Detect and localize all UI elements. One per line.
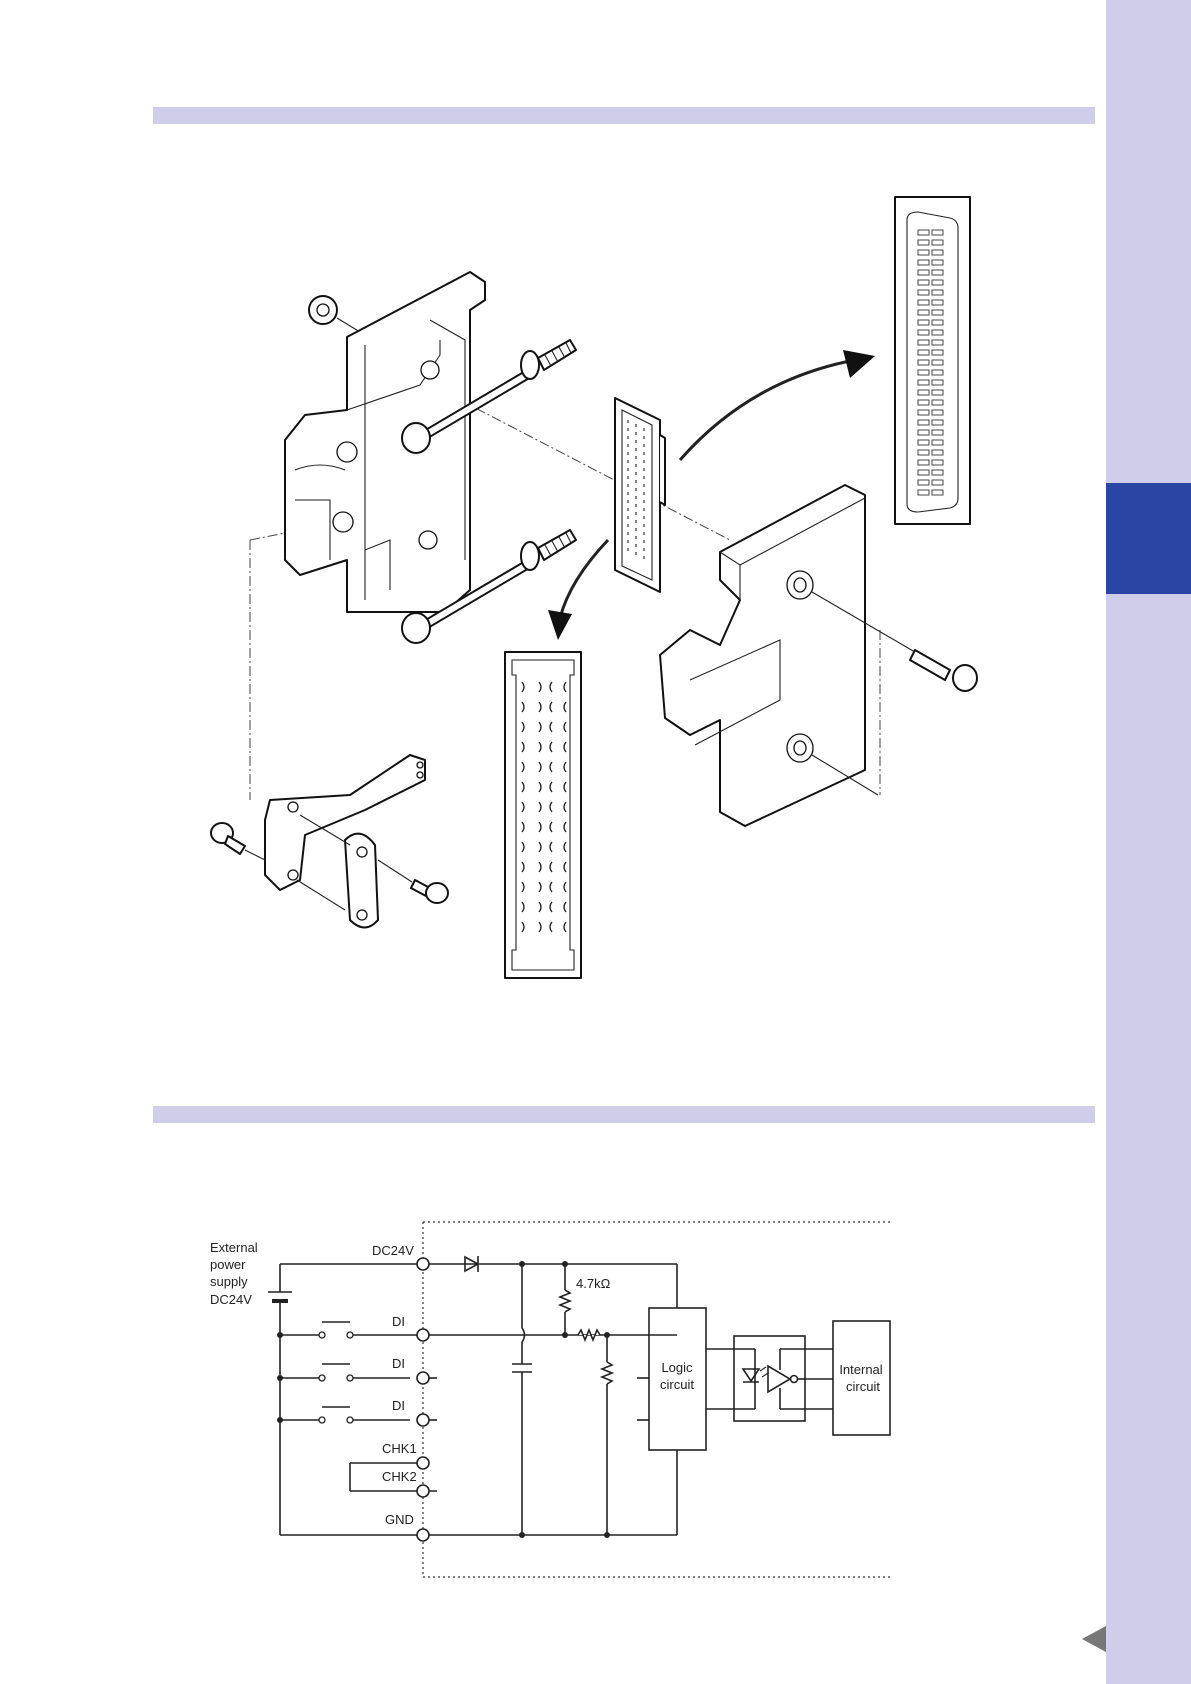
led-icon xyxy=(743,1369,759,1382)
internal-circuit-label-line2: circuit xyxy=(846,1379,880,1394)
external-supply-label-line1: External xyxy=(210,1240,258,1255)
internal-circuit-label-line1: Internal xyxy=(839,1362,882,1377)
external-supply-label-line3: supply xyxy=(210,1274,248,1289)
buffer-gate-icon xyxy=(768,1366,790,1392)
internal-circuit-box xyxy=(833,1321,890,1435)
unit-boundary xyxy=(423,1222,893,1577)
terminal-label-di-3: DI xyxy=(392,1398,405,1413)
logic-circuit-label-line1: Logic xyxy=(661,1360,693,1375)
terminal-label-di-1: DI xyxy=(392,1314,405,1329)
terminal-label-chk1: CHK1 xyxy=(382,1441,417,1456)
resistor-value-label: 4.7kΩ xyxy=(576,1276,611,1291)
external-supply-label-line4: DC24V xyxy=(210,1292,252,1307)
terminal-label-dc24v: DC24V xyxy=(372,1243,414,1258)
logic-circuit-label-line2: circuit xyxy=(660,1377,694,1392)
resistor-symbol xyxy=(602,1362,612,1384)
terminal-label-chk2: CHK2 xyxy=(382,1469,417,1484)
external-supply-label-line2: power xyxy=(210,1257,246,1272)
terminal-label-di-2: DI xyxy=(392,1356,405,1371)
resistor-symbol xyxy=(578,1330,600,1340)
resistor-symbol xyxy=(560,1290,570,1312)
terminal-label-gnd: GND xyxy=(385,1512,414,1527)
